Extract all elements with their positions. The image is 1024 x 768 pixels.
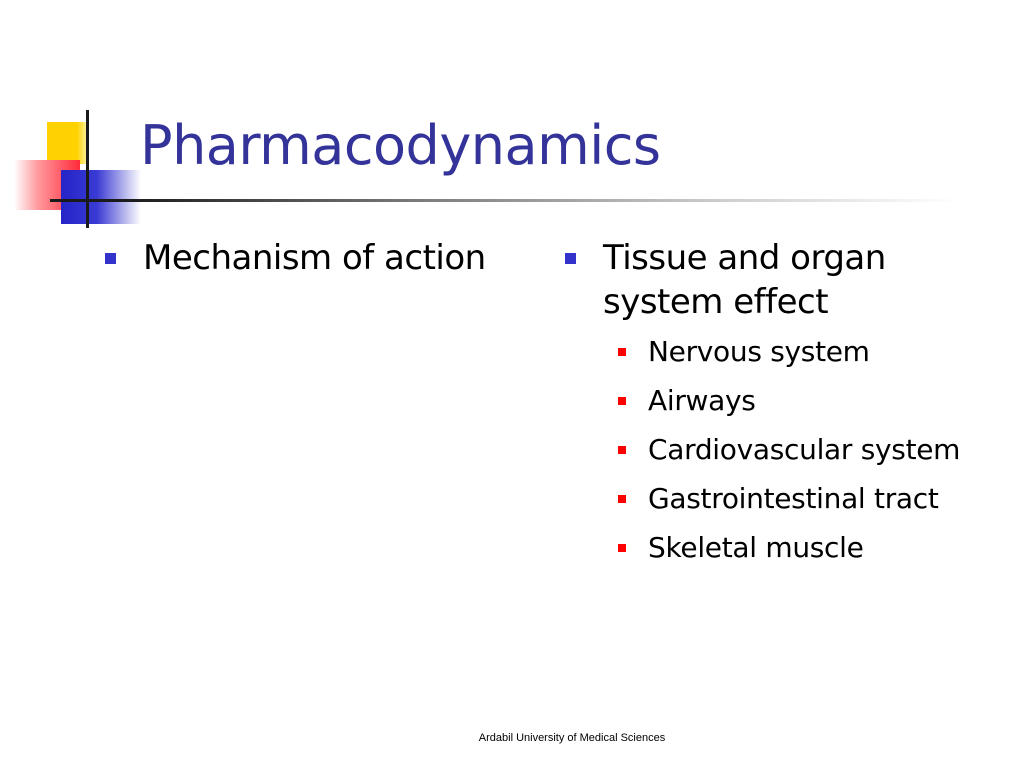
square-sub-bullet-icon: [618, 348, 626, 356]
square-bullet-icon: [565, 253, 576, 264]
sub-bullet-text: Airways: [648, 384, 756, 417]
square-sub-bullet-icon: [618, 544, 626, 552]
sub-bullet-gastrointestinal: Gastrointestinal tract: [603, 479, 1005, 519]
square-sub-bullet-icon: [618, 495, 626, 503]
right-column: Tissue and organ system effect Nervous s…: [565, 236, 1005, 577]
square-sub-bullet-icon: [618, 446, 626, 454]
sub-bullet-cardiovascular: Cardiovascular system: [603, 430, 1005, 470]
sub-bullet-text: Gastrointestinal tract: [648, 482, 939, 515]
yellow-square-shape: [47, 122, 87, 164]
square-bullet-icon: [105, 253, 116, 264]
decorative-logo: [0, 0, 141, 230]
bullet-item-mechanism: Mechanism of action: [105, 236, 525, 280]
bullet-text: Tissue and organ system effect: [603, 238, 886, 322]
sub-bullet-text: Skeletal muscle: [648, 531, 864, 564]
sub-bullet-airways: Airways: [603, 381, 1005, 421]
bullet-item-tissue-organ: Tissue and organ system effect Nervous s…: [565, 236, 1005, 568]
sub-bullet-text: Cardiovascular system: [648, 433, 961, 466]
blue-square-shape: [61, 170, 141, 224]
left-column: Mechanism of action: [105, 236, 525, 280]
sub-bullet-skeletal-muscle: Skeletal muscle: [603, 528, 1005, 568]
sub-bullet-nervous-system: Nervous system: [603, 332, 1005, 372]
slide-footer: Ardabil University of Medical Sciences: [478, 732, 666, 744]
sub-bullet-text: Nervous system: [648, 335, 870, 368]
bullet-text: Mechanism of action: [143, 238, 486, 278]
title-underline: [50, 199, 960, 202]
square-sub-bullet-icon: [618, 397, 626, 405]
slide-title: Pharmacodynamics: [140, 114, 661, 177]
sub-bullet-list: Nervous system Airways Cardiovascular sy…: [603, 332, 1005, 568]
vertical-divider-line: [86, 110, 89, 228]
